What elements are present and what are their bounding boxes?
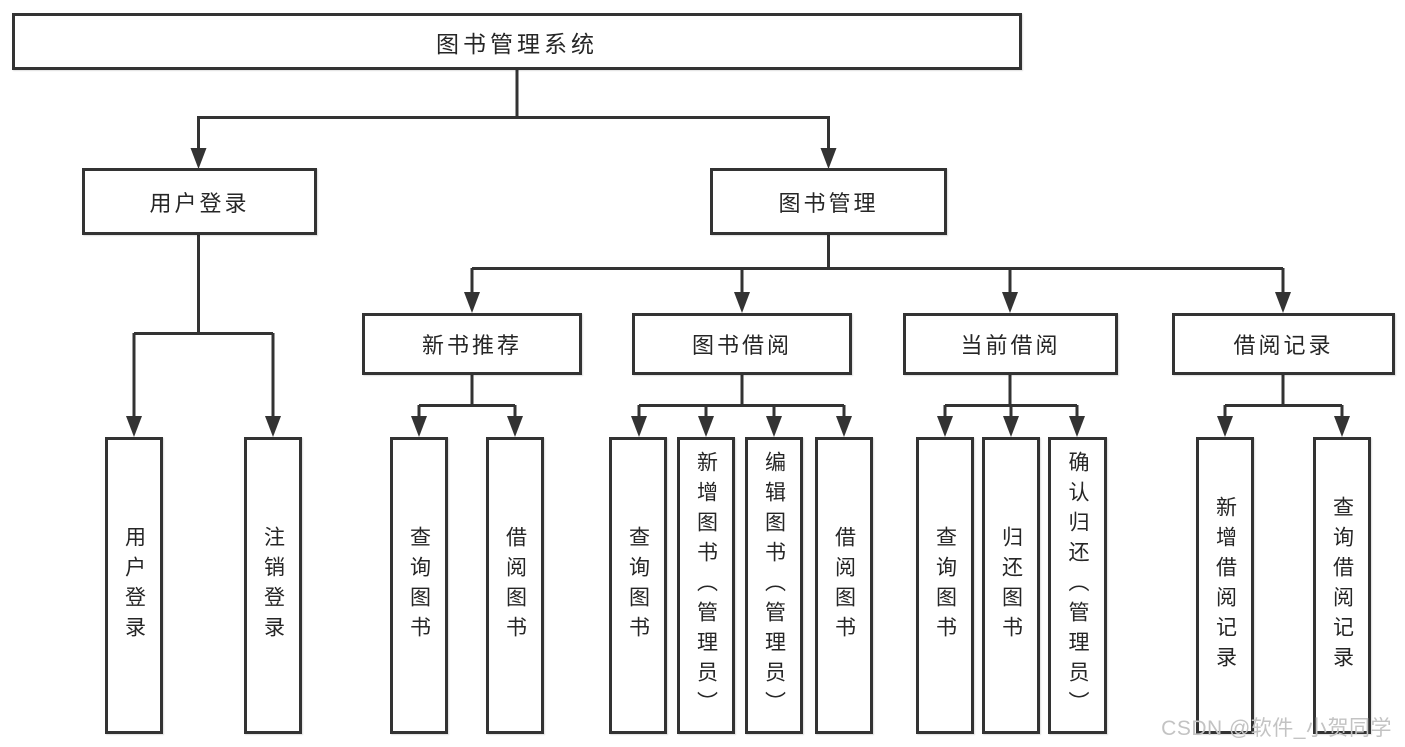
node-borrowing-records-label: 借阅记录 (1233, 333, 1334, 358)
node-current-borrowing-label: 当前借阅 (960, 333, 1061, 358)
arrowhead-icon (126, 416, 142, 437)
arrowhead-icon (937, 416, 953, 437)
node-user-login-label: 用户登录 (149, 190, 250, 216)
node-leaf-query-borrow-record-label: 查询借阅记录 (1330, 495, 1354, 676)
node-leaf-add-books-admin: 新增图书（管理员） (677, 437, 735, 734)
arrowhead-icon (507, 416, 523, 437)
node-leaf-user-login-label: 用户登录 (122, 525, 146, 646)
node-borrowing-records: 借阅记录 (1172, 313, 1395, 375)
arrowhead-icon (698, 416, 714, 437)
arrowhead-icon (265, 416, 281, 437)
node-root: 图书管理系统 (12, 13, 1022, 70)
csdn-watermark: CSDN @软件_小贺同学 (1161, 717, 1392, 740)
edge-arrowheads (126, 148, 1350, 437)
arrowhead-icon (1002, 292, 1018, 313)
node-leaf-borrow-books: 借阅图书 (815, 437, 873, 734)
arrowhead-icon (820, 148, 837, 169)
node-book-borrowing: 图书借阅 (632, 313, 852, 375)
arrowhead-icon (734, 292, 750, 313)
arrowhead-icon (1003, 416, 1019, 437)
arrowhead-icon (190, 148, 207, 169)
node-leaf-logout-label: 注销登录 (261, 525, 285, 646)
node-leaf-add-borrow-record-label: 新增借阅记录 (1213, 495, 1237, 676)
arrowhead-icon (411, 416, 427, 437)
node-leaf-query-books-current: 查询图书 (916, 437, 974, 734)
node-leaf-user-login: 用户登录 (105, 437, 163, 734)
node-user-login: 用户登录 (82, 168, 317, 235)
node-root-label: 图书管理系统 (436, 30, 598, 57)
node-leaf-confirm-return-admin-label: 确认归还（管理员） (1066, 450, 1089, 721)
node-leaf-edit-books-admin: 编辑图书（管理员） (745, 437, 803, 734)
node-current-borrowing: 当前借阅 (903, 313, 1118, 375)
node-leaf-add-borrow-record: 新增借阅记录 (1196, 437, 1254, 734)
node-leaf-query-books-borrow: 查询图书 (609, 437, 667, 734)
arrowhead-icon (836, 416, 852, 437)
node-new-book-recommend: 新书推荐 (362, 313, 582, 375)
node-leaf-query-books-recommend-label: 查询图书 (407, 525, 431, 646)
node-book-management: 图书管理 (710, 168, 947, 235)
node-leaf-confirm-return-admin: 确认归还（管理员） (1048, 437, 1107, 734)
node-leaf-return-books-label: 归还图书 (999, 525, 1023, 646)
arrowhead-icon (1217, 416, 1233, 437)
node-new-book-recommend-label: 新书推荐 (421, 333, 522, 358)
node-leaf-borrow-books-recommend-label: 借阅图书 (503, 525, 527, 646)
node-leaf-edit-books-admin-label: 编辑图书（管理员） (762, 450, 786, 721)
arrowhead-icon (631, 416, 647, 437)
node-leaf-add-books-admin-label: 新增图书（管理员） (694, 450, 718, 721)
node-leaf-query-borrow-record: 查询借阅记录 (1313, 437, 1371, 734)
node-leaf-return-books: 归还图书 (982, 437, 1040, 734)
arrowhead-icon (464, 292, 480, 313)
node-book-borrowing-label: 图书借阅 (691, 333, 792, 358)
node-leaf-query-books-borrow-label: 查询图书 (626, 525, 650, 646)
node-leaf-query-books-current-label: 查询图书 (933, 525, 957, 646)
node-book-management-label: 图书管理 (778, 190, 879, 216)
arrowhead-icon (1069, 416, 1085, 437)
node-leaf-logout: 注销登录 (244, 437, 302, 734)
node-leaf-query-books-recommend: 查询图书 (390, 437, 448, 734)
arrowhead-icon (1334, 416, 1350, 437)
node-leaf-borrow-books-recommend: 借阅图书 (486, 437, 544, 734)
arrowhead-icon (1275, 292, 1291, 313)
arrowhead-icon (766, 416, 782, 437)
node-leaf-borrow-books-label: 借阅图书 (832, 525, 856, 646)
